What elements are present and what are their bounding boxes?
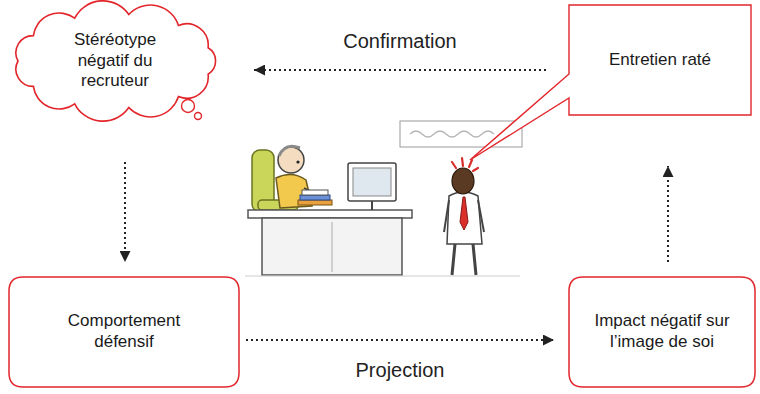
node-text: Impact négatif sur l’image de soi — [582, 311, 742, 352]
desk — [248, 190, 412, 275]
rounded-box-outline — [9, 277, 239, 387]
rounded-box-outline — [569, 277, 755, 387]
thought-bubble — [182, 100, 195, 113]
process-box: Comportement défensif — [8, 276, 240, 388]
speech-bubble-box: Entretien raté — [568, 4, 752, 116]
thought-bubble — [195, 113, 202, 120]
node-text: Comportement défensif — [59, 311, 189, 352]
candidate-figure — [444, 158, 484, 275]
speech-bubble-outline — [470, 5, 751, 160]
cloud-outline — [16, 1, 216, 121]
node-text: Entretien raté — [609, 50, 711, 71]
dotted-arrow — [254, 69, 546, 71]
dotted-arrow — [667, 166, 669, 262]
edge-label: Confirmation — [339, 30, 460, 53]
node-text: Stéréotype négatif du recruteur — [55, 30, 175, 92]
edge-label: Projection — [352, 359, 449, 382]
computer-monitor — [348, 163, 396, 210]
stereotype-cloud: Stéréotype négatif du recruteur — [8, 4, 222, 118]
process-box: Impact négatif sur l’image de soi — [568, 276, 756, 388]
recruiter-figure — [276, 146, 330, 208]
dotted-arrow — [124, 162, 126, 262]
dotted-arrow — [246, 339, 554, 341]
floor-line — [245, 276, 520, 277]
